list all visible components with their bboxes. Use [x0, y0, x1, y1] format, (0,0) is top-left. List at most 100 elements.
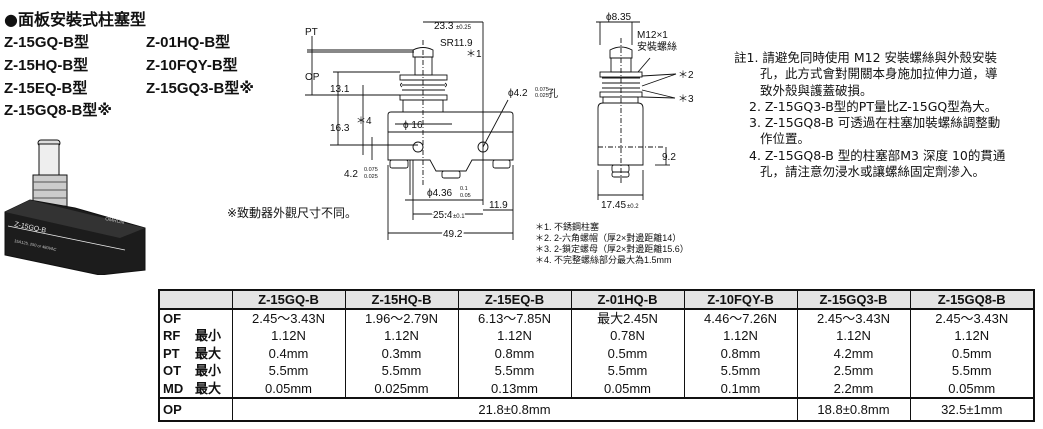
dim-25-4: 25.4 [433, 210, 453, 221]
label-op: OP [305, 72, 320, 83]
note-number: 4. [749, 147, 765, 163]
dim-25-4-tol: ±0.1 [453, 214, 465, 220]
note-line: 作位置。 [760, 131, 811, 147]
note-number: 註1. [734, 50, 763, 65]
dim-hole-tol-bot: 0.025 [535, 93, 549, 99]
text-label: 0.5mm [951, 345, 992, 361]
column-header: Z-15GQ3-B [796, 289, 911, 310]
model-name: Z-15GQ8-B型※ [4, 102, 112, 119]
text-label: 5.5mm [607, 363, 648, 379]
model-name: Z-15EQ-B型 [4, 80, 88, 97]
text-label: 0.5mm [607, 345, 648, 361]
label-m12-screw: 安裝螺絲 [637, 40, 677, 53]
dim-23-3-tol: ±0.25 [456, 25, 472, 31]
row-label-op: OP [158, 397, 233, 422]
dim-49-2: 49.2 [443, 229, 463, 240]
text-label: 5.5mm [268, 363, 309, 379]
table-header-row: Z-15GQ-B Z-15HQ-B Z-15EQ-B Z-01HQ-B Z-10… [158, 289, 1035, 310]
footnote: ＊1. 不銹鋼柱塞 [535, 221, 599, 232]
section-title: ●面板安裝式柱塞型 [4, 10, 146, 29]
spec-table: Z-15GQ-B Z-15HQ-B Z-15EQ-B Z-01HQ-B Z-10… [158, 289, 1035, 423]
dim-phi4-36-tol-top: 0.1 [460, 186, 468, 192]
op-value: 32.5±1mm [909, 397, 1035, 422]
label-star1: ＊1 [466, 49, 482, 60]
dim-17-45-tol: ±0.2 [627, 204, 639, 210]
text-label: 1.12N [954, 328, 990, 344]
text-label: 1.12N [384, 328, 419, 344]
column-header: Z-01HQ-B [570, 289, 685, 310]
actuator-note: ※致動器外觀尺寸不同。 [227, 206, 358, 220]
column-header: Z-10FQY-B [683, 289, 798, 310]
text-label: 2.45～3.43N [817, 311, 890, 326]
footnote: ＊2. 2-六角螺帽（厚2×對邊距離14） [535, 232, 681, 243]
model-name: Z-01HQ-B型 [146, 34, 231, 51]
text-label: OT [163, 363, 182, 379]
text-label: 4.46～7.26N [704, 311, 777, 326]
row-qualifiers: 最小最大最小最大 [193, 309, 233, 399]
label-star4: ＊4 [356, 116, 372, 127]
product-photo: Z-15GQ-B OMRON 15A125, 250 or 480VAC [4, 139, 146, 275]
text-label: 0.3mm [381, 345, 422, 361]
text-label: 1.12N [836, 328, 871, 344]
text-label: 1.12N [723, 328, 758, 344]
text-label [195, 310, 232, 327]
dim-phi4-36: ϕ4.36 [427, 188, 453, 199]
op-value-shared: 21.8±0.8mm [231, 397, 798, 422]
note-line: 請避免同時使用 M12 安裝螺絲與外殼安裝 [762, 50, 998, 65]
photo-brand: OMRON [105, 216, 125, 226]
dim-phi8-35: ϕ8.35 [606, 12, 632, 23]
footnote: ＊3. 2-鎖定螺母（厚2×對邊距離15.6） [535, 243, 689, 254]
text-label: 0.05mm [604, 380, 651, 396]
notes: 註1. 請避免同時使用 M12 安裝螺絲與外殼安裝 孔，此方式會對開關本身施加拉… [734, 50, 1005, 180]
text-label: 最小 [195, 328, 222, 344]
text-label: 2.5mm [833, 363, 874, 379]
column-header: Z-15HQ-B [344, 289, 459, 310]
text-label: 0.78N [610, 328, 645, 344]
text-label: 4.2mm [833, 345, 874, 361]
header-blank [158, 289, 233, 310]
dim-23-3: 23.3 [434, 21, 454, 32]
dimension-drawing: PT OP 23.3 ±0.25 SR11.9 ＊1 13.1 ＊4 16.3 … [305, 12, 694, 265]
op-value: 18.8±0.8mm [796, 397, 911, 422]
text-label: 5.5mm [381, 363, 422, 379]
dim-16-3: 16.3 [330, 123, 350, 134]
text-label: 2.45～3.43N [252, 311, 325, 326]
dim-4-2-tol-bot: 0.025 [364, 174, 378, 180]
text-label: 1.96～2.79N [365, 311, 438, 326]
note-line: 致外殼與護蓋破損。 [760, 82, 873, 98]
footnote: ＊4. 不完整螺絲部分最大為1.5mm [535, 254, 672, 265]
dim-hole: ϕ4.2 [508, 88, 528, 99]
text-label: 0.8mm [494, 345, 535, 361]
text-label: 5.5mm [494, 363, 535, 379]
label-star3: ＊3 [678, 94, 694, 105]
text-label: 最大2.45N [597, 311, 658, 326]
dim-13-1: 13.1 [330, 84, 350, 95]
text-label: 最大 [195, 380, 222, 396]
text-label: PT [163, 345, 180, 361]
text-label: 1.12N [271, 328, 306, 344]
text-label: OF [163, 311, 182, 326]
model-name: Z-10FQY-B型 [146, 57, 238, 74]
column-header: Z-15EQ-B [457, 289, 572, 310]
dim-17-45: 17.45 [601, 200, 626, 211]
model-name: Z-15HQ-B型 [4, 57, 89, 74]
note-line: Z-15GQ8-B 可透過在柱塞加裝螺絲調整動 [764, 115, 1001, 131]
side-view [596, 21, 677, 200]
text-label: RF [163, 328, 181, 344]
text-label: 最小 [195, 363, 222, 379]
front-view [305, 21, 514, 240]
text-label: 5.5mm [720, 363, 761, 379]
column-header: Z-15GQ-B [231, 289, 346, 310]
text-label: 最大 [195, 345, 222, 361]
note-line: Z-15GQ8-B 型的柱塞部M3 深度 10的貫通 [764, 147, 1006, 163]
label-sr: SR11.9 [440, 38, 473, 49]
model-name: Z-15GQ3-B型※ [146, 80, 254, 97]
label-m12: M12×1 [637, 30, 668, 41]
